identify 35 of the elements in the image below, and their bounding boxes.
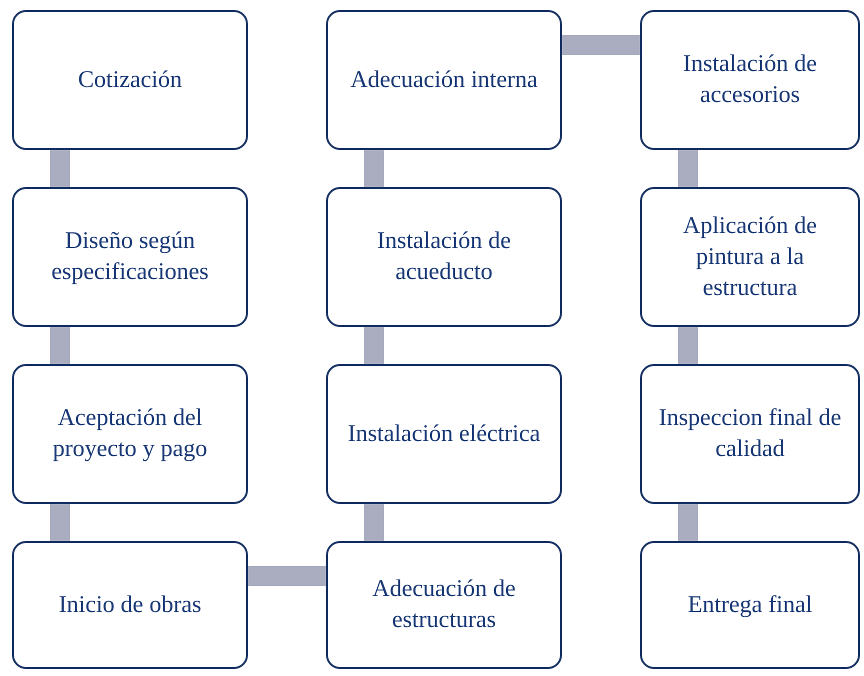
step-label: Instalación de acueducto xyxy=(376,227,512,287)
step-label: Adecuación de estructuras xyxy=(371,575,517,635)
step-label: Instalación de accesorios xyxy=(682,50,818,110)
process-box xyxy=(326,187,562,327)
step-label: Instalación eléctrica xyxy=(348,420,540,448)
step-label: Aceptación del proyecto y pago xyxy=(52,404,208,464)
connector-bar xyxy=(248,566,326,586)
step-label: Entrega final xyxy=(688,590,812,620)
connector-bar xyxy=(50,504,70,541)
step-label: Adecuación interna xyxy=(350,66,538,94)
process-box xyxy=(326,10,562,150)
connector-bar xyxy=(562,35,640,55)
step-label: Cotización xyxy=(78,66,182,94)
connector-bar xyxy=(50,150,70,187)
connector-bar xyxy=(678,150,698,187)
connector-bar xyxy=(364,150,384,187)
process-box xyxy=(640,541,860,669)
connector-bar xyxy=(50,327,70,364)
step-label: Inspeccion final de calidad xyxy=(658,404,842,464)
process-box xyxy=(12,541,248,669)
process-box xyxy=(640,187,860,327)
connector-bar xyxy=(364,504,384,541)
process-box xyxy=(326,364,562,504)
connector-bar xyxy=(678,504,698,541)
step-label: Inicio de obras xyxy=(58,590,202,620)
process-box xyxy=(12,187,248,327)
connector-bar xyxy=(678,327,698,364)
connector-bar xyxy=(364,327,384,364)
step-label: Diseño según especificaciones xyxy=(50,227,210,287)
process-box xyxy=(640,364,860,504)
step-label: Aplicación de pintura a la estructura xyxy=(682,212,818,302)
process-box xyxy=(640,10,860,150)
process-box xyxy=(12,364,248,504)
process-box xyxy=(12,10,248,150)
process-box xyxy=(326,541,562,669)
